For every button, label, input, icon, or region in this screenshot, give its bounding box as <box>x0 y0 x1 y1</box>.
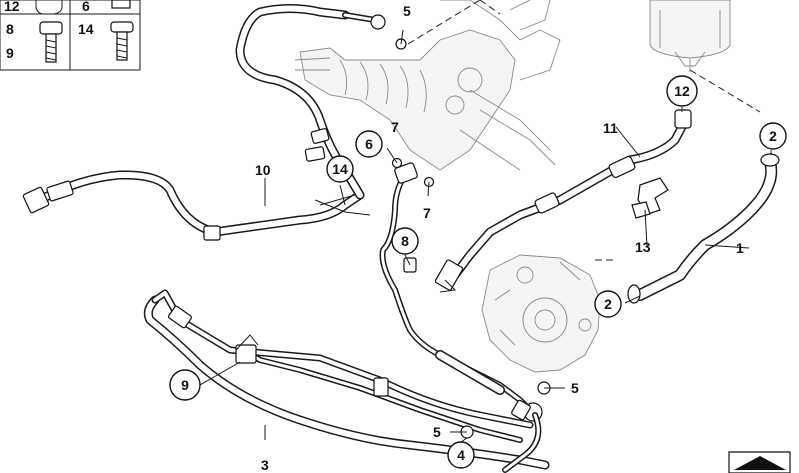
label-5: 5 <box>403 3 411 19</box>
label-2: 2 <box>604 296 612 312</box>
label-7: 7 <box>391 119 399 135</box>
label-8: 8 <box>401 233 409 249</box>
leader-line <box>704 244 750 249</box>
label-6: 6 <box>365 136 373 152</box>
label-10: 10 <box>255 162 271 178</box>
legend-label: 12 <box>4 0 20 14</box>
label-7: 7 <box>423 205 431 221</box>
hose-3 <box>143 289 550 470</box>
legend-label: 14 <box>78 21 94 37</box>
hose-1 <box>627 153 780 304</box>
label-11: 11 <box>603 120 618 136</box>
power-steering-pump-ghost <box>481 254 601 373</box>
label-5: 5 <box>433 424 441 440</box>
hose-10 <box>22 4 386 241</box>
parts-legend: 12 6 8 14 9 <box>0 0 141 71</box>
callout-14: 14 <box>326 155 354 183</box>
label-13: 13 <box>635 239 651 255</box>
leader-dashed <box>689 69 761 113</box>
leader-line <box>460 437 468 443</box>
leader-line <box>615 126 641 158</box>
callout-4: 4 <box>447 441 475 469</box>
label-3: 3 <box>261 457 269 473</box>
label-14: 14 <box>332 161 348 177</box>
label-1: 1 <box>736 240 744 256</box>
label-4: 4 <box>457 447 465 463</box>
callout-2-bottom: 2 <box>594 290 622 318</box>
steering-gear-ghost <box>294 0 561 171</box>
callout-12: 12 <box>666 75 698 107</box>
callout-8: 8 <box>391 227 419 255</box>
legend-label: 6 <box>82 0 90 14</box>
leader-dashed <box>407 0 481 45</box>
label-5: 5 <box>571 380 579 396</box>
legend-label: 8 <box>6 21 14 37</box>
label-2: 2 <box>769 128 777 144</box>
leader-line <box>624 295 641 304</box>
label-12: 12 <box>674 83 690 99</box>
leader-line <box>404 254 411 266</box>
leader-dashed <box>479 0 501 15</box>
clamp-13 <box>631 177 669 219</box>
fluid-reservoir-ghost <box>649 0 731 72</box>
hose-11 <box>434 109 692 293</box>
callout-6: 6 <box>355 130 383 158</box>
leader-line <box>644 209 648 247</box>
callout-9: 9 <box>169 369 201 401</box>
leader-line <box>339 184 346 206</box>
legend-label: 9 <box>6 45 14 61</box>
callout-2-top: 2 <box>759 122 787 150</box>
label-9: 9 <box>181 377 189 393</box>
reference-corner-icon <box>728 451 791 473</box>
leader-line <box>199 361 241 386</box>
